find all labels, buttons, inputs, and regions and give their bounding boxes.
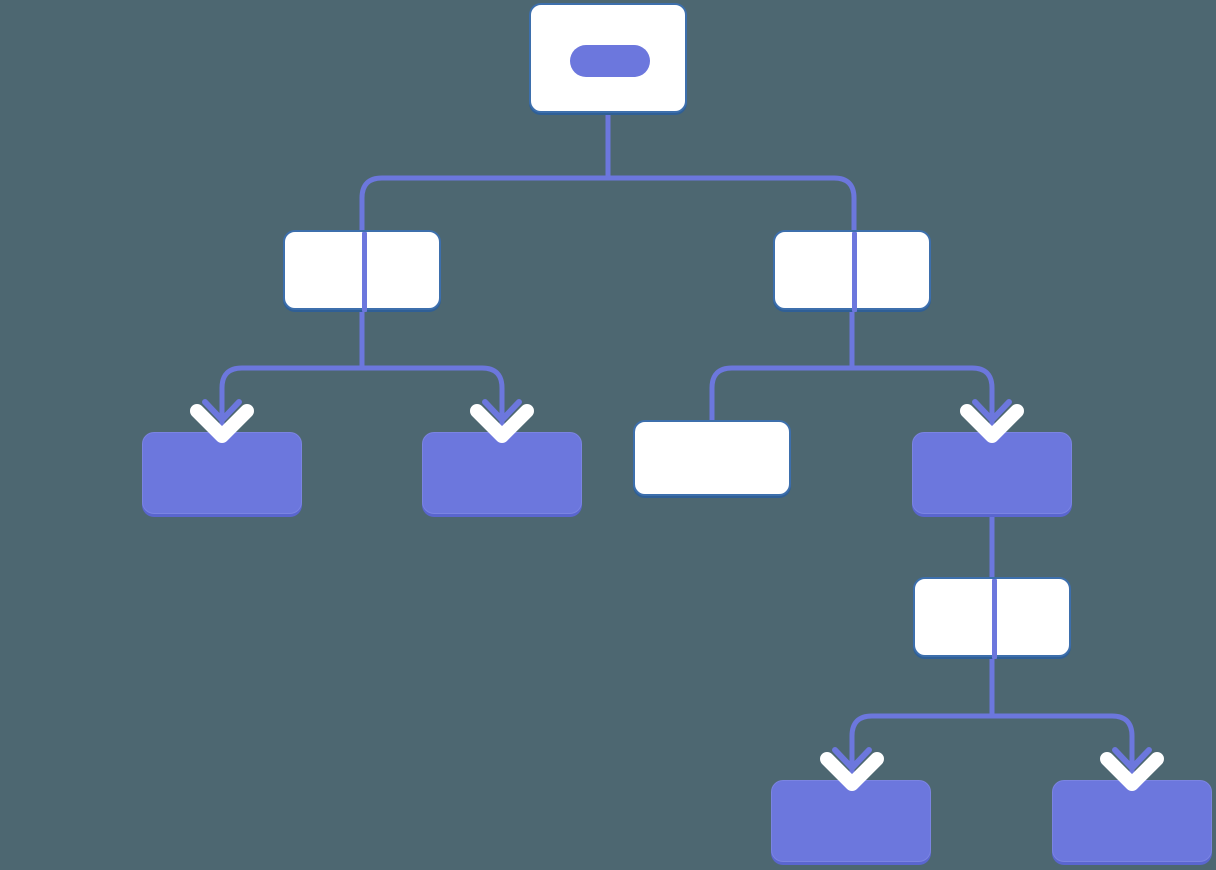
node-level4-white[interactable] bbox=[913, 577, 1071, 659]
connector-passthrough-segment bbox=[362, 232, 367, 312]
node-level5-leaf-1[interactable] bbox=[771, 780, 931, 862]
node-root[interactable] bbox=[529, 3, 687, 113]
node-level2-right[interactable] bbox=[773, 230, 931, 312]
node-level5-leaf-2[interactable] bbox=[1052, 780, 1212, 862]
node-level3-leaf-1[interactable] bbox=[142, 432, 302, 514]
node-level2-left[interactable] bbox=[283, 230, 441, 312]
node-level3-white-leaf[interactable] bbox=[633, 420, 791, 496]
node-level3-leaf-2[interactable] bbox=[422, 432, 582, 514]
node-pill-badge bbox=[570, 45, 650, 77]
node-level3-branch[interactable] bbox=[912, 432, 1072, 514]
connector-passthrough-segment bbox=[992, 579, 997, 659]
connector-passthrough-segment bbox=[852, 232, 857, 312]
